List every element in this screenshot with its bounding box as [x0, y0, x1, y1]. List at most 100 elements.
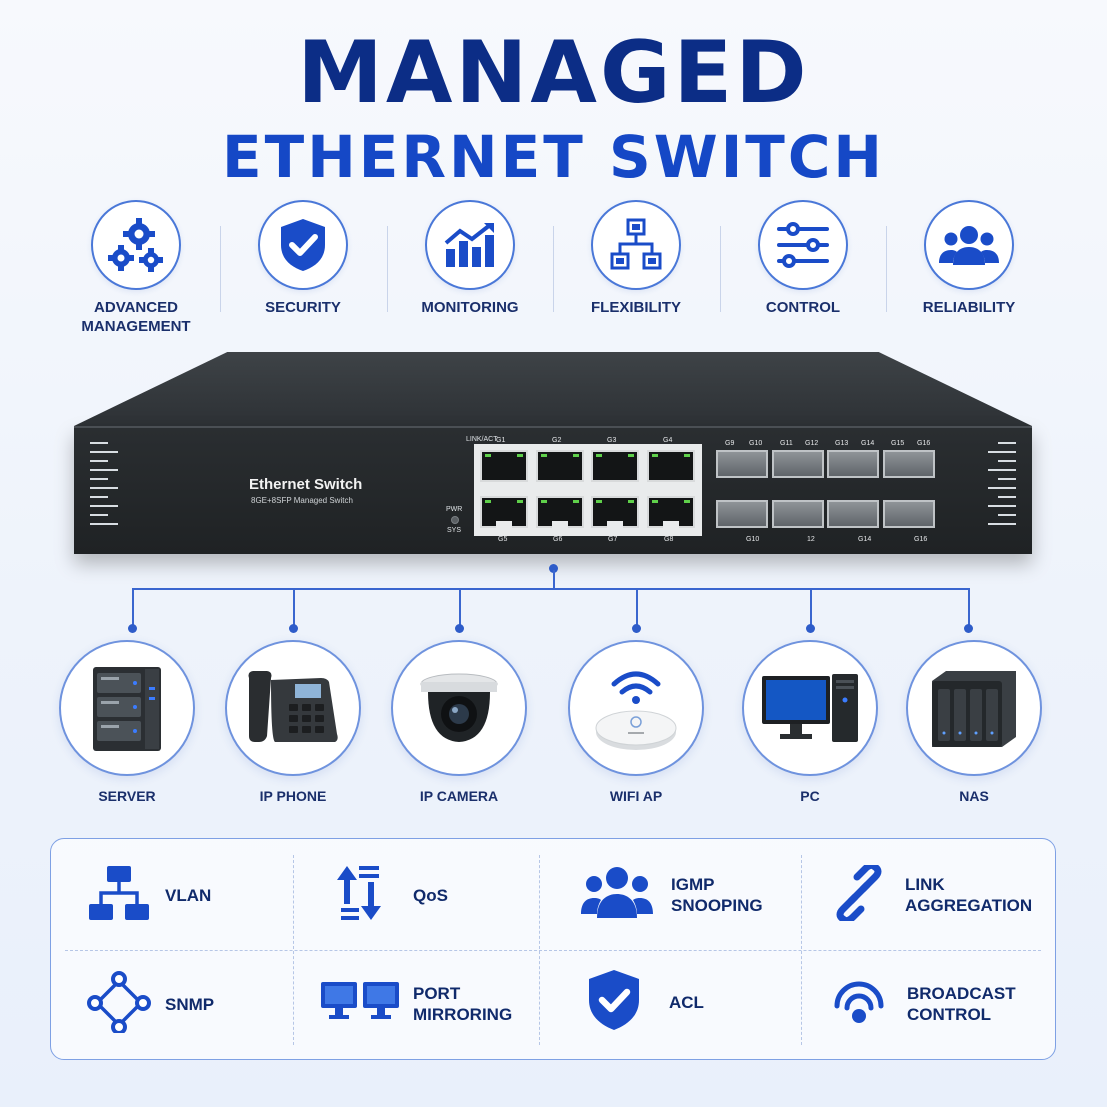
- sfp-label: G10: [749, 440, 763, 447]
- sfp-label: G14: [858, 536, 872, 543]
- sfp-label: G9: [725, 440, 735, 447]
- connection-dot: [289, 624, 298, 633]
- port-label: G8: [664, 536, 674, 543]
- rj45-port-g8[interactable]: [647, 496, 695, 528]
- port-label: G4: [663, 437, 673, 444]
- rj45-port-g2[interactable]: [536, 450, 584, 482]
- device-label: SERVER: [98, 788, 156, 804]
- nas-icon: [906, 640, 1042, 776]
- capability-label: SNMP: [165, 994, 215, 1014]
- rj45-port-g6[interactable]: [536, 496, 584, 528]
- feature-label: SECURITY: [265, 299, 341, 316]
- linkact-label: LINK/ACT: [466, 436, 498, 443]
- capability-port-mirroring: PORT MIRRORING: [321, 973, 512, 1035]
- feature-label: ADVANCED MANAGEMENT: [81, 299, 191, 335]
- device-label: IP PHONE: [259, 788, 327, 804]
- dual-monitor-icon: [321, 982, 399, 1026]
- port-label: G1: [496, 437, 506, 444]
- switch-name: Ethernet Switch: [249, 476, 363, 493]
- gears-icon: [91, 200, 181, 290]
- connection-bus: [132, 588, 970, 590]
- feature-label: FLEXIBILITY: [591, 299, 681, 316]
- device-label: NAS: [959, 788, 989, 804]
- sfp-label: G16: [917, 440, 931, 447]
- port-label: G7: [608, 536, 618, 543]
- feature-label: CONTROL: [765, 299, 841, 316]
- pwr-led: [451, 516, 459, 524]
- sfp-port[interactable]: [827, 450, 879, 478]
- device-ip-phone: IP PHONE: [223, 640, 363, 804]
- switch-connection-dot: [549, 564, 558, 573]
- switch-top-cover: [74, 352, 1032, 426]
- vent-left: [90, 442, 118, 532]
- connection-dot: [455, 624, 464, 633]
- capability-label: IGMP SNOOPING: [671, 875, 763, 915]
- capability-label: VLAN: [165, 885, 212, 905]
- sub-title: ETHERNET SWITCH: [222, 123, 885, 191]
- capability-broadcast-control: BROADCAST CONTROL: [831, 973, 1016, 1035]
- capability-snmp: SNMP: [87, 971, 215, 1037]
- switch-front-panel: Ethernet Switch 8GE+8SFP Managed Switch …: [74, 426, 1032, 554]
- shield-check-icon: [258, 200, 348, 290]
- sfp-label: G15: [891, 440, 905, 447]
- feature-label: MONITORING: [421, 299, 519, 316]
- network-hierarchy-icon: [591, 200, 681, 290]
- sfp-port[interactable]: [716, 500, 768, 528]
- capability-label: QoS: [413, 885, 448, 905]
- sfp-label: G14: [861, 440, 875, 447]
- sfp-port[interactable]: [716, 450, 768, 478]
- connection-dot: [964, 624, 973, 633]
- device-label: IP CAMERA: [419, 788, 499, 804]
- port-label: G6: [553, 536, 563, 543]
- device-label: PC: [800, 788, 820, 804]
- ip-phone-icon: [225, 640, 361, 776]
- switch-model: 8GE+8SFP Managed Switch: [251, 496, 353, 505]
- sfp-port[interactable]: [772, 500, 824, 528]
- sfp-label: G16: [914, 536, 928, 543]
- capability-vlan: VLAN: [87, 865, 211, 925]
- capability-label: BROADCAST CONTROL: [907, 984, 1016, 1024]
- connection-dot: [632, 624, 641, 633]
- sfp-port[interactable]: [772, 450, 824, 478]
- sfp-port[interactable]: [883, 450, 935, 478]
- group-icon: [581, 866, 653, 924]
- pwr-label: PWR: [446, 506, 463, 513]
- rj45-port-g4[interactable]: [647, 450, 695, 482]
- dome-camera-icon: [391, 640, 527, 776]
- capability-igmp-snooping: IGMP SNOOPING: [581, 865, 763, 925]
- qos-arrows-icon: [337, 864, 387, 926]
- feature-flexibility: FLEXIBILITY: [553, 200, 719, 317]
- rj45-port-g5[interactable]: [480, 496, 528, 528]
- capability-qos: QoS: [337, 865, 448, 925]
- feature-label: RELIABILITY: [922, 299, 1016, 316]
- port-label: G2: [552, 437, 562, 444]
- device-wifi-ap: WIFI AP: [566, 640, 706, 804]
- sfp-label: 12: [807, 536, 815, 543]
- users-group-icon: [924, 200, 1014, 290]
- connection-dot: [806, 624, 815, 633]
- feature-monitoring: MONITORING: [387, 200, 553, 317]
- sfp-port[interactable]: [883, 500, 935, 528]
- capability-acl: ACL: [587, 969, 704, 1035]
- sfp-port[interactable]: [827, 500, 879, 528]
- broadcast-icon: [831, 976, 887, 1032]
- main-title: MANAGED: [297, 23, 810, 123]
- rj45-port-g1[interactable]: [480, 450, 528, 482]
- port-label: G3: [607, 437, 617, 444]
- desktop-pc-icon: [742, 640, 878, 776]
- server-icon: [59, 640, 195, 776]
- feature-control: CONTROL: [720, 200, 886, 317]
- device-ip-camera: IP CAMERA: [389, 640, 529, 804]
- device-pc: PC: [740, 640, 880, 804]
- rj45-port-g7[interactable]: [591, 496, 639, 528]
- connection-dot: [128, 624, 137, 633]
- sfp-label: G12: [805, 440, 819, 447]
- snmp-nodes-icon: [87, 971, 151, 1037]
- sliders-icon: [758, 200, 848, 290]
- shield-check-icon: [587, 968, 641, 1036]
- capability-label: ACL: [669, 992, 704, 1012]
- wifi-ap-icon: [568, 640, 704, 776]
- feature-reliability: RELIABILITY: [886, 200, 1052, 317]
- rj45-port-g3[interactable]: [591, 450, 639, 482]
- chain-link-icon: [831, 861, 887, 925]
